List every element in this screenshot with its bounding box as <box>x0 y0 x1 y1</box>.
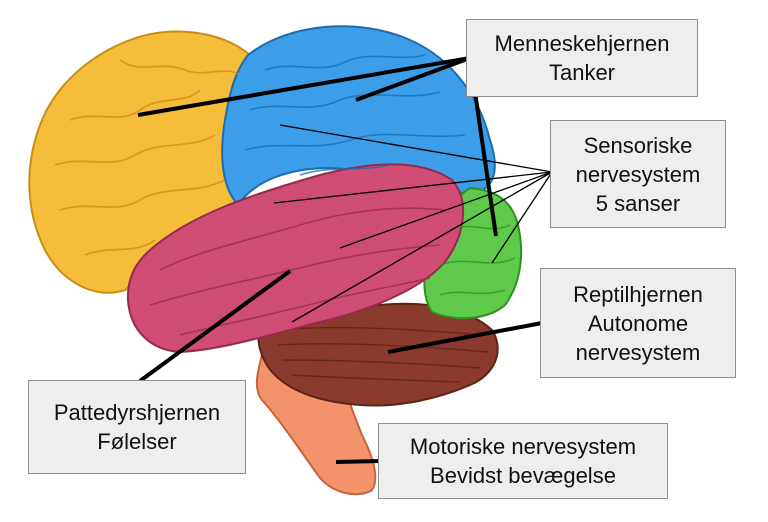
label-reptilhjernen-line1: Reptilhjernen <box>573 281 703 307</box>
temporal-lobe <box>126 163 465 354</box>
label-pattedyrshjernen-line1: Pattedyrshjernen <box>53 400 221 425</box>
label-motoriske-line1: Motoriske nervesystem <box>409 434 637 459</box>
label-menneskehjernen-line1: Menneskehjernen <box>494 31 670 56</box>
label-reptilhjernen-line2: Autonome <box>587 310 689 336</box>
label-sensoriske-nervesystem: Sensoriske nervesystem 5 sanser <box>550 120 726 228</box>
label-motoriske-nervesystem: Motoriske nervesystem Bevidst bevægelse <box>378 423 668 499</box>
label-sensoriske-line1: Sensoriske <box>583 132 693 158</box>
label-sensoriske-line2: nervesystem <box>575 161 701 187</box>
label-menneskehjernen-line2: Tanker <box>548 60 616 85</box>
frontal-gyri <box>54 59 241 256</box>
label-pattedyrshjernen-line2: Følelser <box>97 429 177 454</box>
label-sensoriske-line3: 5 sanser <box>595 190 681 216</box>
label-menneskehjernen: Menneskehjernen Tanker <box>466 19 698 97</box>
label-reptilhjernen: Reptilhjernen Autonome nervesystem <box>540 268 736 378</box>
label-reptilhjernen-line3: nervesystem <box>575 339 701 365</box>
label-pattedyrshjernen: Pattedyrshjernen Følelser <box>28 380 246 474</box>
pointer-lines <box>137 56 553 464</box>
parietal-gyri <box>244 54 466 176</box>
label-motoriske-line2: Bevidst bevægelse <box>430 463 616 488</box>
